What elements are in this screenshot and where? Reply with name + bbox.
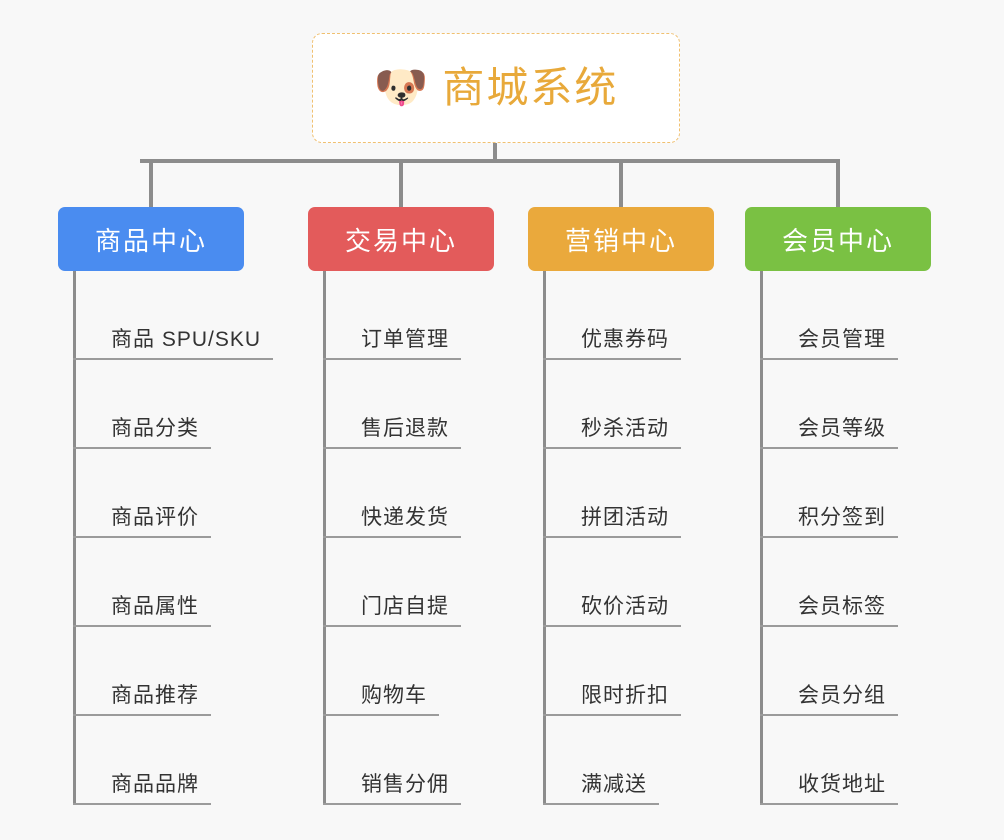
leaf-item-underline bbox=[73, 536, 211, 538]
category-box-4[interactable]: 会员中心 bbox=[745, 207, 931, 271]
leaf-item-label: 商品推荐 bbox=[111, 684, 199, 707]
leaf-item-underline bbox=[543, 447, 681, 449]
category-box-1[interactable]: 商品中心 bbox=[58, 207, 244, 271]
leaf-item-underline bbox=[323, 714, 439, 716]
connector-drop-4 bbox=[836, 159, 840, 208]
connector-root-stem bbox=[493, 143, 497, 161]
dog-face-icon: 🐶 bbox=[373, 63, 429, 112]
leaf-item-label: 砍价活动 bbox=[581, 595, 669, 618]
leaf-item-underline bbox=[323, 803, 461, 805]
connector-drop-1 bbox=[149, 159, 153, 208]
leaf-item-underline bbox=[323, 625, 461, 627]
leaf-item-underline bbox=[760, 536, 898, 538]
category-label: 会员中心 bbox=[781, 225, 894, 256]
leaf-item-underline bbox=[543, 358, 681, 360]
leaf-item-label: 商品属性 bbox=[111, 595, 199, 618]
leaf-item-label: 门店自提 bbox=[361, 595, 449, 618]
leaf-item-label: 秒杀活动 bbox=[581, 417, 669, 440]
connector-horizontal-bus bbox=[140, 159, 840, 163]
leaf-item-label: 限时折扣 bbox=[581, 684, 669, 707]
leaf-spine bbox=[73, 271, 76, 805]
leaf-item-label: 收货地址 bbox=[798, 773, 886, 796]
connector-drop-2 bbox=[399, 159, 403, 208]
category-label: 交易中心 bbox=[344, 225, 457, 256]
leaf-item-underline bbox=[760, 358, 898, 360]
leaf-spine bbox=[323, 271, 326, 805]
leaf-item-underline bbox=[543, 536, 681, 538]
leaf-item-underline bbox=[323, 358, 461, 360]
leaf-spine bbox=[543, 271, 546, 805]
leaf-item-underline bbox=[73, 625, 211, 627]
leaf-item-label: 销售分佣 bbox=[361, 773, 449, 796]
leaf-item-label: 售后退款 bbox=[361, 417, 449, 440]
leaf-item-underline bbox=[323, 447, 461, 449]
leaf-item-underline bbox=[760, 625, 898, 627]
leaf-item-underline bbox=[543, 714, 681, 716]
leaf-item-label: 快递发货 bbox=[361, 506, 449, 529]
leaf-item-underline bbox=[760, 803, 898, 805]
category-label: 商品中心 bbox=[94, 225, 207, 256]
leaf-item-underline bbox=[760, 447, 898, 449]
leaf-item-label: 商品品牌 bbox=[111, 773, 199, 796]
leaf-spine bbox=[760, 271, 763, 805]
leaf-item-label: 优惠券码 bbox=[581, 328, 669, 351]
leaf-item-label: 会员标签 bbox=[798, 595, 886, 618]
leaf-item-label: 商品 SPU/SKU bbox=[111, 328, 262, 351]
leaf-item-label: 订单管理 bbox=[361, 328, 449, 351]
leaf-item-label: 商品评价 bbox=[111, 506, 199, 529]
leaf-item-underline bbox=[73, 803, 211, 805]
leaf-item-label: 商品分类 bbox=[111, 417, 199, 440]
leaf-item-label: 会员等级 bbox=[798, 417, 886, 440]
leaf-item-underline bbox=[543, 625, 681, 627]
leaf-item-underline bbox=[73, 358, 273, 360]
leaf-item-underline bbox=[73, 447, 211, 449]
category-box-2[interactable]: 交易中心 bbox=[308, 207, 494, 271]
root-node-shopping-mall-system[interactable]: 🐶 商城系统 bbox=[312, 33, 680, 143]
category-label: 营销中心 bbox=[564, 225, 677, 256]
leaf-item-underline bbox=[323, 536, 461, 538]
leaf-item-label: 会员分组 bbox=[798, 684, 886, 707]
leaf-item-underline bbox=[73, 714, 211, 716]
leaf-item-label: 购物车 bbox=[361, 684, 427, 707]
root-title: 商城系统 bbox=[442, 64, 619, 111]
leaf-item-underline bbox=[543, 803, 659, 805]
leaf-item-label: 积分签到 bbox=[798, 506, 886, 529]
connector-drop-3 bbox=[619, 159, 623, 208]
leaf-item-label: 满减送 bbox=[581, 773, 647, 796]
category-box-3[interactable]: 营销中心 bbox=[528, 207, 714, 271]
leaf-item-underline bbox=[760, 714, 898, 716]
leaf-item-label: 拼团活动 bbox=[581, 506, 669, 529]
leaf-item-label: 会员管理 bbox=[798, 328, 886, 351]
